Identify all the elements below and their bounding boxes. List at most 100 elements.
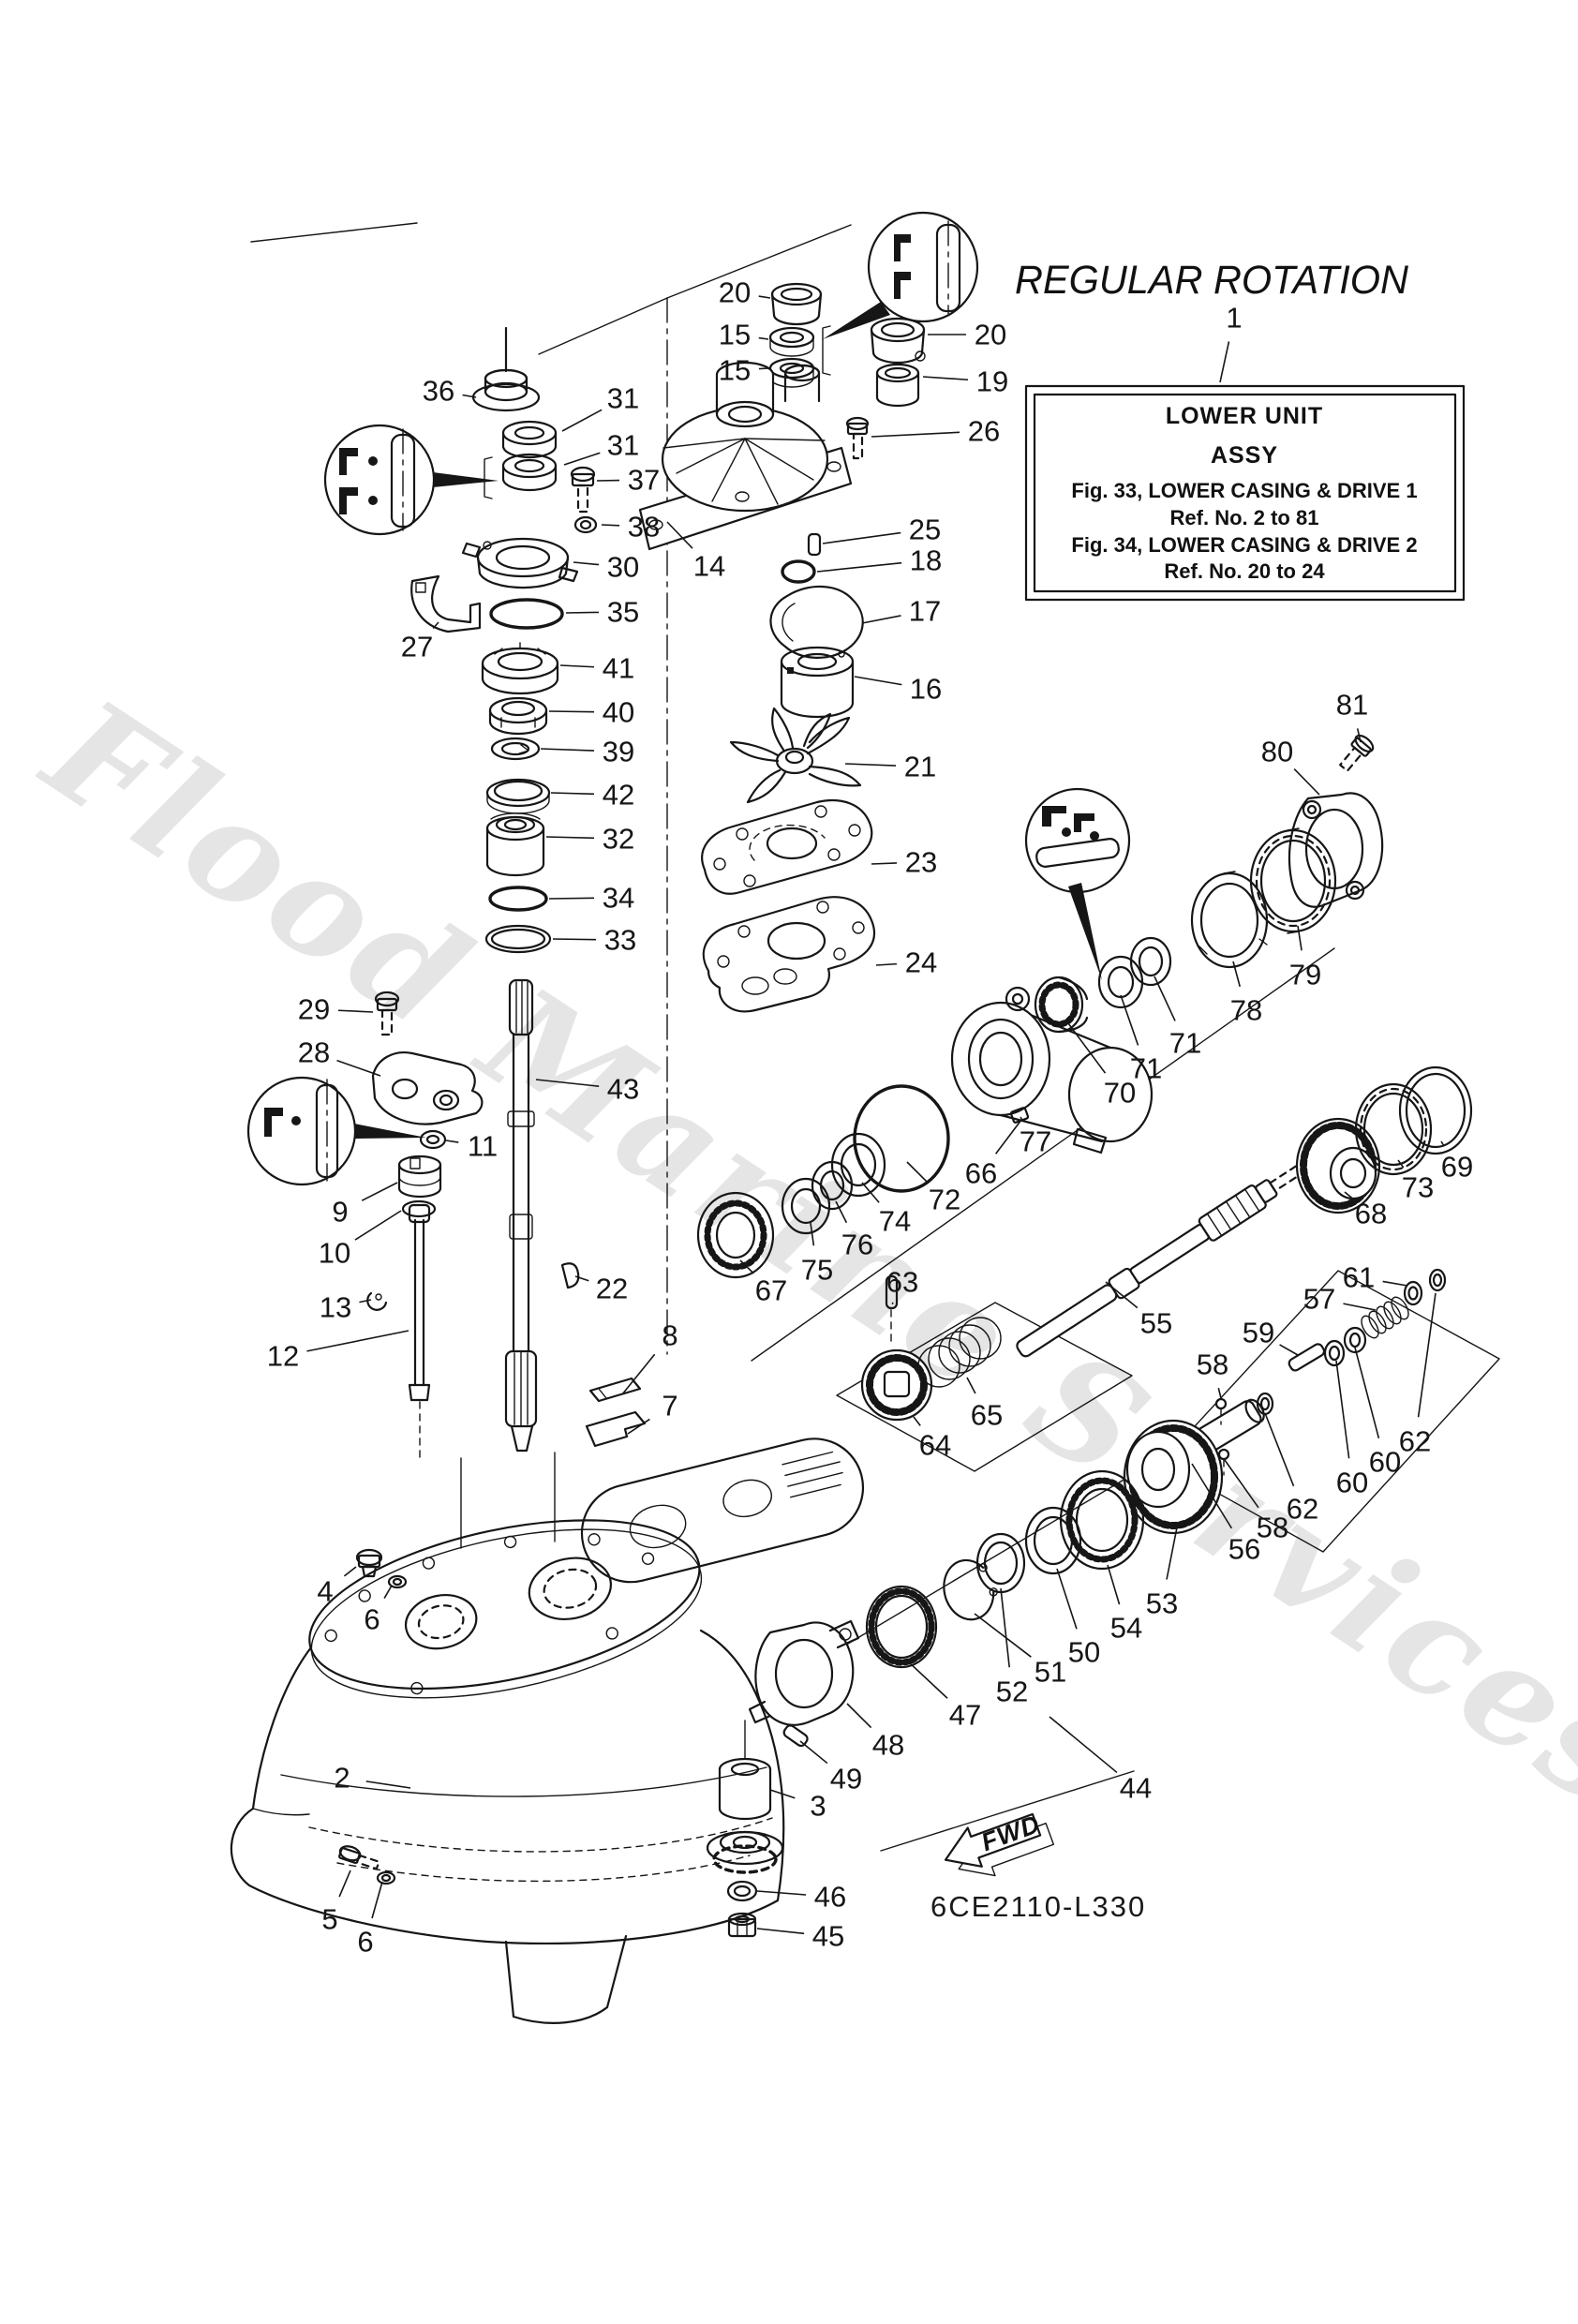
callout-leader-7 — [627, 1418, 650, 1435]
fwd-arrow: FWD — [944, 1810, 1055, 1877]
callout-19: 19 — [976, 365, 1008, 398]
part-6-gasket-lower — [376, 1870, 396, 1885]
callout-leader-5 — [338, 1870, 351, 1898]
part-52-washer — [975, 1532, 1026, 1594]
callout-leader-54 — [1107, 1564, 1121, 1605]
callout-34: 34 — [603, 882, 634, 915]
callout-leader-6 — [371, 1881, 383, 1919]
part-20-seal-top — [770, 282, 823, 326]
part-53-forward-gear — [1123, 1419, 1224, 1535]
callout-leader-19 — [922, 376, 969, 381]
part-8-key — [588, 1377, 642, 1403]
callout-11: 11 — [468, 1130, 498, 1163]
callout-39: 39 — [603, 736, 634, 768]
callout-leader-75 — [810, 1222, 815, 1246]
part-10-oring — [401, 1199, 437, 1218]
callout-32: 32 — [603, 823, 634, 856]
callout-leader-28 — [336, 1059, 381, 1077]
part-73-bearing — [1354, 1082, 1433, 1176]
callout-leader-3 — [769, 1789, 796, 1799]
info-box-line2: ASSY — [1211, 442, 1278, 469]
callout-leader-18 — [816, 561, 902, 573]
callout-leader-62 — [1417, 1292, 1437, 1418]
callout-56: 56 — [1228, 1533, 1260, 1566]
part-65-spring — [917, 1317, 1002, 1388]
part-71-seal-outer — [1129, 936, 1172, 987]
callout-leader-14 — [666, 521, 693, 549]
part-61-washer — [1403, 1280, 1423, 1306]
part-41-bearing-race — [481, 642, 559, 695]
callout-7: 7 — [662, 1390, 677, 1423]
part-40-ring-nut — [488, 696, 548, 736]
callout-leader-67 — [739, 1259, 754, 1274]
part-33-oring — [484, 924, 552, 954]
callout-40: 40 — [603, 696, 634, 729]
callout-leader-32 — [545, 836, 595, 840]
callout-66: 66 — [965, 1157, 997, 1190]
callout-leader-60 — [1354, 1347, 1380, 1439]
callout-leader-15 — [758, 336, 769, 340]
callout-12: 12 — [267, 1340, 299, 1373]
callout-51: 51 — [1035, 1656, 1066, 1689]
part-58-detent-pin-upper — [1214, 1397, 1228, 1425]
part-48-bearing-housing — [748, 1619, 860, 1726]
callout-leader-41 — [559, 664, 595, 668]
callout-leader-43 — [535, 1079, 600, 1088]
callout-75: 75 — [801, 1254, 833, 1287]
part-37-bolt — [570, 466, 596, 514]
callout-leader-63 — [891, 1302, 894, 1305]
callout-leader-21 — [844, 763, 897, 767]
callout-31: 31 — [607, 429, 639, 462]
callout-3: 3 — [810, 1790, 826, 1823]
callout-leader-56 — [1191, 1463, 1233, 1529]
part-81-bolt — [1339, 734, 1375, 772]
detail-circle-shift-cam — [1024, 787, 1131, 980]
part-35-oring — [489, 598, 564, 630]
part-26-bolt — [845, 416, 870, 460]
callout-48: 48 — [872, 1729, 904, 1762]
part-60-follower-b — [1343, 1326, 1367, 1354]
part-67-ball-bearing — [696, 1191, 775, 1279]
callout-45: 45 — [812, 1920, 844, 1953]
callout-leader-57 — [1343, 1303, 1377, 1311]
callout-leader-11 — [445, 1140, 459, 1143]
part-62-washer-upper — [1428, 1268, 1447, 1292]
callout-leader-72 — [906, 1161, 929, 1184]
callout-67: 67 — [755, 1274, 787, 1307]
callout-leader-76 — [835, 1200, 848, 1224]
callout-60: 60 — [1336, 1467, 1368, 1499]
callout-leader-31 — [561, 409, 603, 432]
callout-leader-46 — [756, 1890, 807, 1896]
callout-53: 53 — [1146, 1587, 1178, 1620]
callout-71: 71 — [1130, 1052, 1162, 1085]
callout-52: 52 — [996, 1676, 1028, 1708]
callout-leader-10 — [354, 1210, 402, 1241]
callout-leader-22 — [574, 1275, 589, 1282]
callout-71: 71 — [1169, 1027, 1201, 1060]
callout-leader-80 — [1293, 768, 1320, 796]
callout-leader-66 — [995, 1119, 1022, 1155]
diagram-title: REGULAR ROTATION — [1015, 258, 1409, 303]
part-42-ring — [485, 778, 551, 814]
callout-20: 20 — [719, 276, 751, 309]
callout-22: 22 — [596, 1273, 628, 1305]
callout-leader-51 — [974, 1613, 1032, 1658]
callout-27: 27 — [401, 631, 433, 663]
part-70-needle-bearing — [1034, 976, 1089, 1034]
callout-leader-13 — [359, 1299, 372, 1304]
callout-59: 59 — [1243, 1317, 1274, 1349]
callout-60: 60 — [1369, 1446, 1401, 1479]
detail-circle-bearing-clips — [323, 424, 499, 536]
part-63-pin — [885, 1274, 899, 1343]
part-36-seal-housing — [471, 326, 541, 412]
callout-leader-64 — [913, 1416, 921, 1426]
callout-24: 24 — [905, 946, 937, 979]
callout-33: 33 — [604, 924, 636, 957]
callout-leader-29 — [337, 1009, 374, 1013]
callout-leader-44 — [1049, 1716, 1118, 1774]
part-4-plug — [355, 1548, 383, 1578]
callout-leader-27 — [432, 621, 439, 630]
part-27-clamp-bracket — [410, 574, 482, 633]
callout-leader-12 — [306, 1330, 409, 1352]
